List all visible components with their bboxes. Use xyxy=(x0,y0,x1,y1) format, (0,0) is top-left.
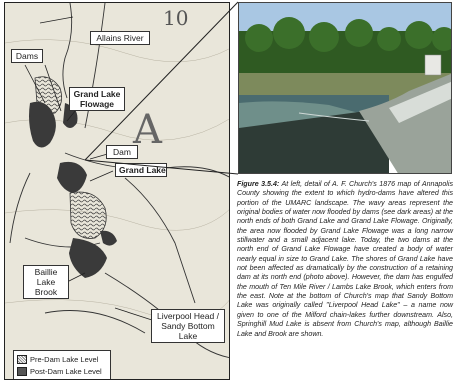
caption-text: At left, detail of A. F. Church's 1876 m… xyxy=(237,180,453,338)
map-panel: 10 A Allains River Dams Grand Lake Flowa… xyxy=(4,2,230,380)
dam-photo-image xyxy=(239,3,451,173)
legend-post: Post-Dam Lake Level xyxy=(17,365,107,377)
legend-pre-label: Pre-Dam Lake Level xyxy=(30,354,99,364)
label-liverpool-head: Liverpool Head / Sandy Bottom Lake xyxy=(151,309,225,343)
post-dam-water xyxy=(29,101,117,278)
legend-pre: Pre-Dam Lake Level xyxy=(17,353,107,365)
label-allains-river: Allains River xyxy=(90,31,150,45)
dam-photo xyxy=(238,2,452,174)
label-dams: Dams xyxy=(11,49,43,63)
figure-caption: Figure 3.5.4: At left, detail of A. F. C… xyxy=(237,180,453,339)
label-baillie-lake-brook: Baillie Lake Brook xyxy=(23,265,69,299)
post-dam-swatch xyxy=(17,366,27,376)
label-dam: Dam xyxy=(106,145,138,159)
map-legend: Pre-Dam Lake Level Post-Dam Lake Level xyxy=(13,350,111,379)
legend-post-label: Post-Dam Lake Level xyxy=(30,366,102,376)
label-grand-lake-flowage: Grand Lake Flowage xyxy=(69,87,125,111)
label-grand-lake: Grand Lake xyxy=(115,163,167,177)
pre-dam-swatch xyxy=(17,354,27,364)
caption-lead: Figure 3.5.4: xyxy=(237,180,280,188)
map-letter-top: 10 xyxy=(163,6,188,30)
rivers xyxy=(9,3,229,358)
